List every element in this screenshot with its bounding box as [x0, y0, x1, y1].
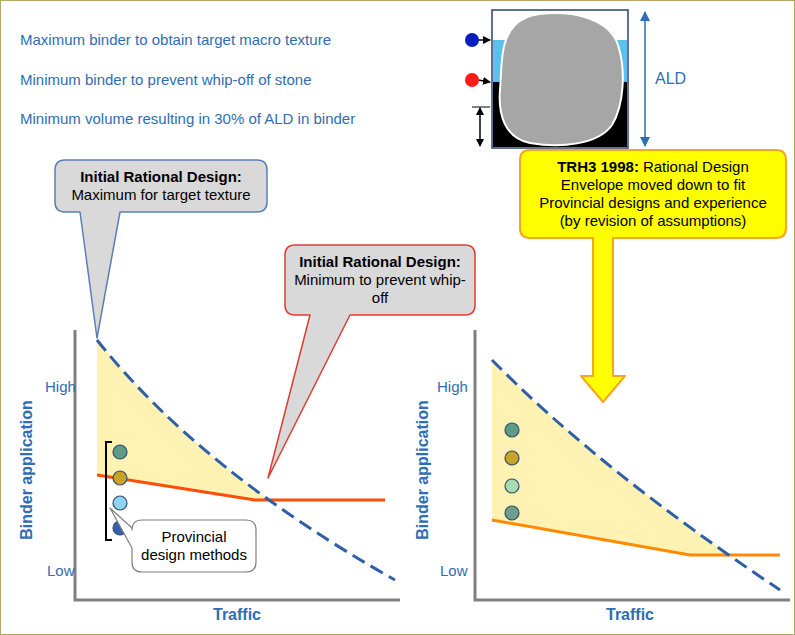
annotation-label: Minimum volume resulting in 30% of ALD i… — [20, 110, 355, 128]
dimension-tick — [472, 107, 490, 108]
dimension-arrow — [479, 108, 481, 146]
right-chart — [475, 330, 790, 600]
left-chart — [75, 330, 400, 600]
pointer-line — [478, 80, 490, 82]
callout-heading: TRH3 1998: — [557, 158, 639, 175]
callout-box: TRH3 1998:Rational Design Envelope moved… — [520, 150, 786, 238]
ald-arrow — [644, 12, 646, 146]
annotation-label: Low — [47, 562, 75, 580]
note-bubble: Provincial design methods — [132, 520, 256, 572]
axis-label: Binder application — [414, 400, 432, 540]
annotation-label: Low — [440, 562, 468, 580]
stone-figure — [492, 10, 628, 148]
min-dot — [465, 73, 479, 87]
callout-text: Minimum to prevent whip-off — [293, 271, 467, 307]
callout-outline — [520, 150, 786, 402]
callout-box: Initial Rational Design:Maximum for targ… — [55, 160, 267, 212]
axis-label: Traffic — [606, 606, 654, 624]
annotation-label: ALD — [655, 70, 686, 88]
callout-text: Provincial design methods — [140, 528, 248, 564]
callout-heading: Initial Rational Design: — [63, 168, 259, 186]
callout-text: Maximum for target texture — [63, 186, 259, 204]
callout-outline — [268, 245, 475, 478]
callout-heading: Initial Rational Design: — [293, 253, 467, 271]
annotation-label: Maximum binder to obtain target macro te… — [20, 31, 331, 49]
callout-outline — [55, 160, 267, 338]
pointer-line — [478, 39, 490, 41]
annotation-label: Minimum binder to prevent whip-off of st… — [20, 71, 312, 89]
callout-outline — [110, 508, 256, 572]
annotation-label: High — [437, 378, 468, 396]
annotation-label: High — [45, 378, 76, 396]
max-dot — [465, 33, 479, 47]
callout-box: Initial Rational Design:Minimum to preve… — [285, 245, 475, 315]
axis-label: Traffic — [213, 606, 261, 624]
axis-label: Binder application — [18, 400, 36, 540]
